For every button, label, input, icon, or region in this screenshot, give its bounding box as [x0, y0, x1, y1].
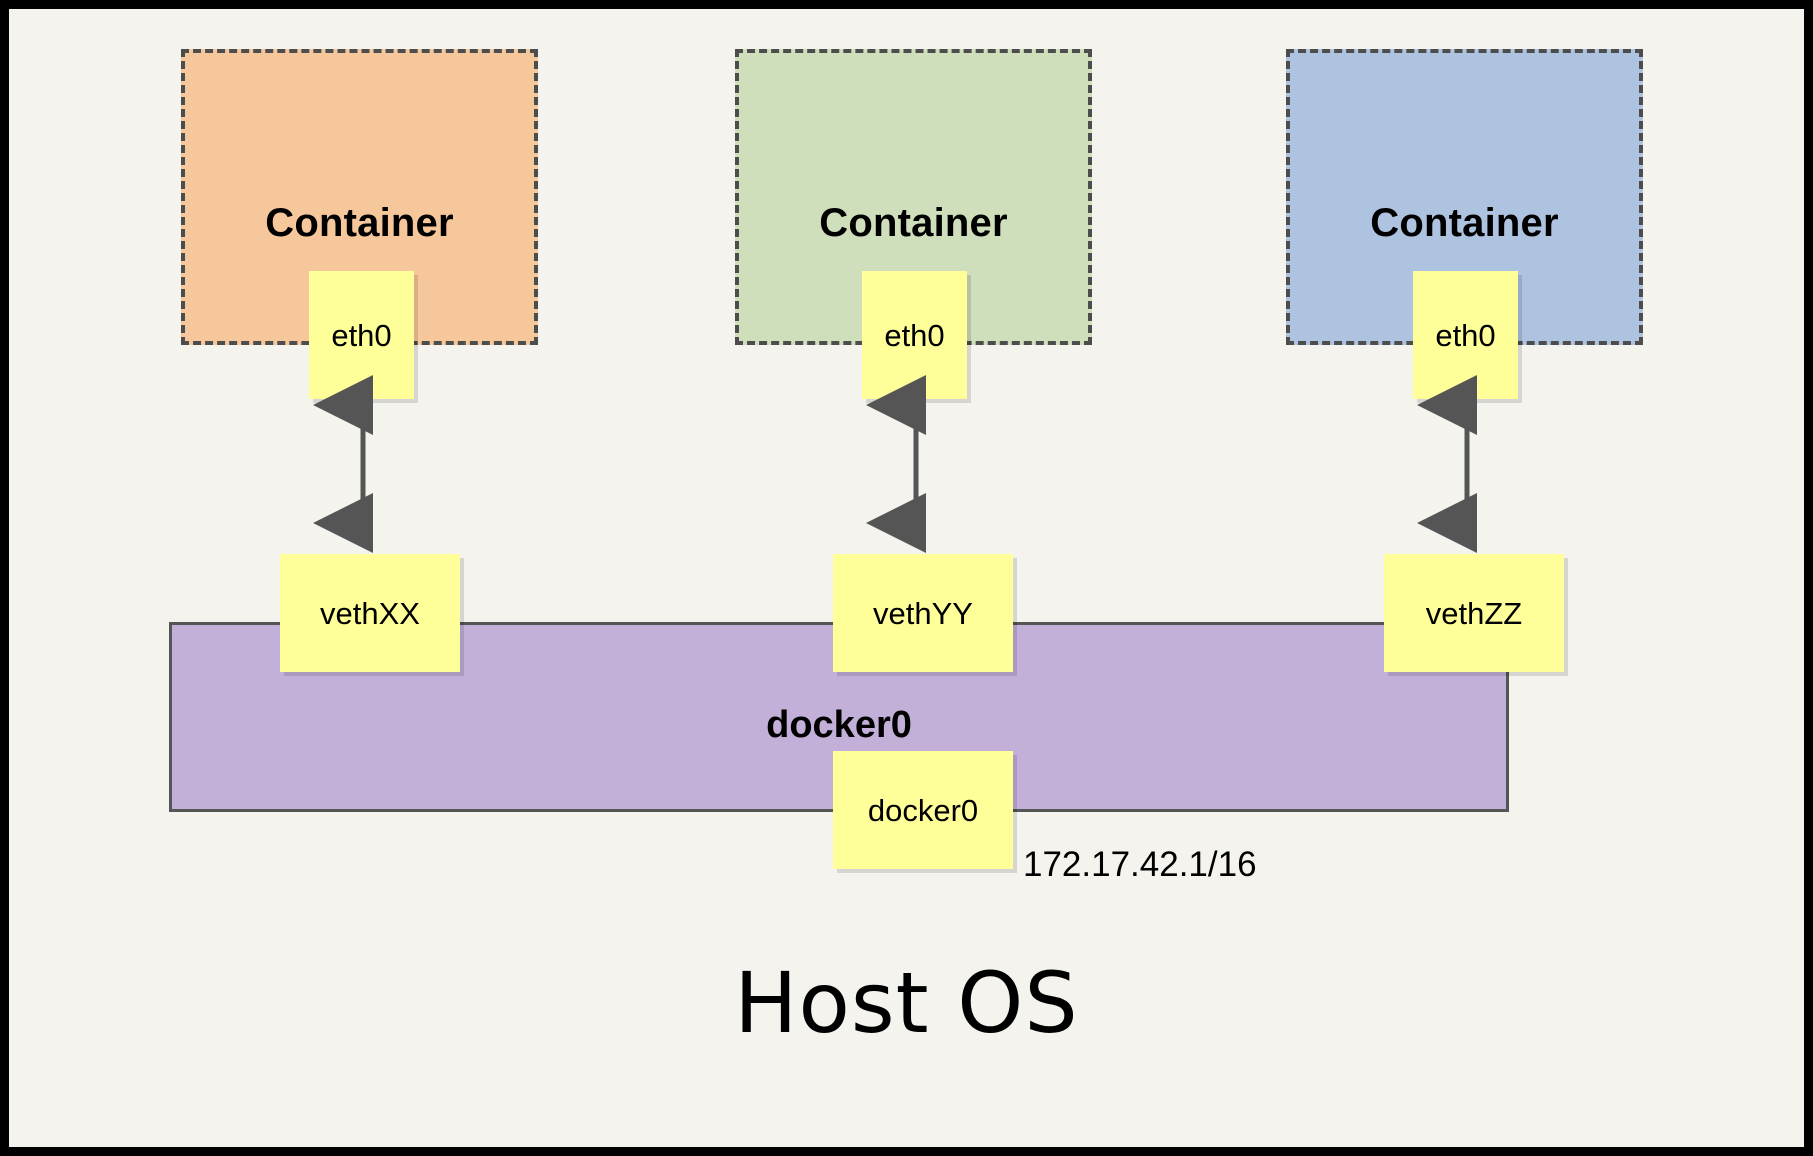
docker0-note[interactable]: docker0	[833, 751, 1013, 869]
host-os-label: Host OS	[734, 954, 1079, 1052]
docker0-note-label: docker0	[867, 792, 979, 828]
container-title-1: Container	[265, 201, 454, 245]
container-title-3: Container	[1370, 201, 1559, 245]
veth-note-1-label: vethXX	[320, 595, 420, 631]
docker0-bridge-label: docker0	[766, 704, 912, 746]
eth0-note-3[interactable]: eth0	[1413, 271, 1518, 399]
diagram-stage: Container Container Container eth0 eth0 …	[9, 9, 1804, 1147]
veth-note-2[interactable]: vethYY	[833, 554, 1013, 672]
veth-link-arrow-3	[1417, 375, 1477, 553]
eth0-note-1-label: eth0	[331, 317, 392, 353]
eth0-note-2[interactable]: eth0	[862, 271, 967, 399]
eth0-note-3-label: eth0	[1435, 317, 1496, 353]
eth0-note-1[interactable]: eth0	[309, 271, 414, 399]
container-title-2: Container	[819, 201, 1008, 245]
docker0-ip-label: 172.17.42.1/16	[1023, 845, 1257, 884]
eth0-note-2-label: eth0	[884, 317, 945, 353]
veth-note-3-label: vethZZ	[1425, 595, 1523, 631]
veth-link-arrow-1	[313, 375, 373, 553]
veth-note-3[interactable]: vethZZ	[1384, 554, 1564, 672]
veth-note-1[interactable]: vethXX	[280, 554, 460, 672]
veth-link-arrow-2	[866, 375, 926, 553]
veth-note-2-label: vethYY	[873, 595, 973, 631]
